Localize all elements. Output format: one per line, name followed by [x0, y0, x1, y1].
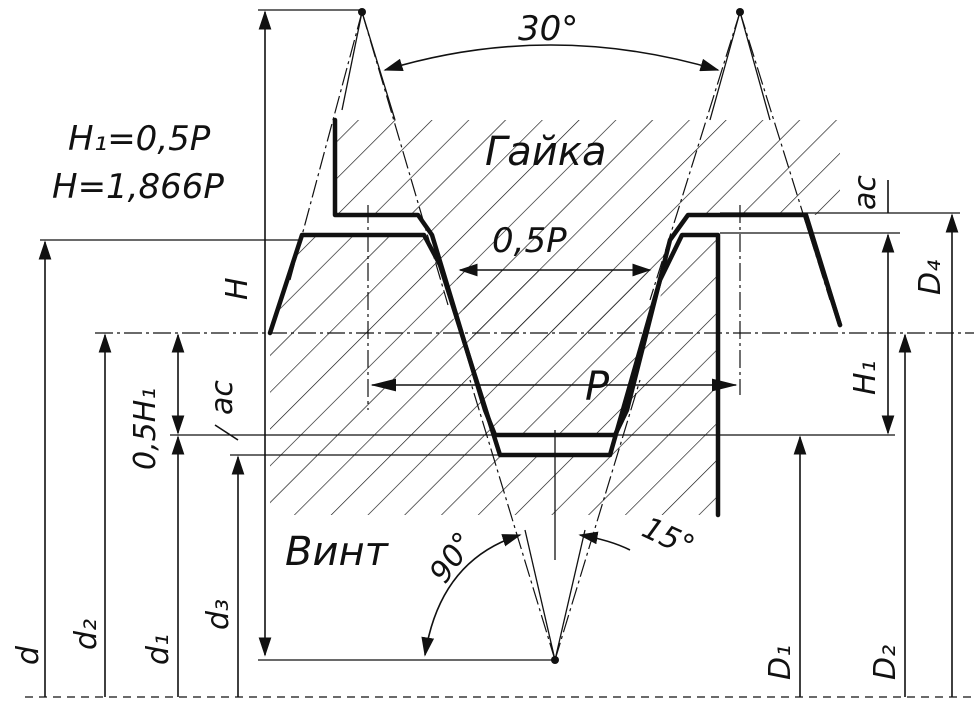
flank-line-bottom-right-b	[554, 529, 586, 661]
screw-hatched-region	[270, 235, 718, 515]
formula-h1-label: H₁=0,5P	[68, 119, 211, 159]
clearance-right-label: ac	[848, 175, 883, 210]
D2-label: D₂	[868, 645, 903, 680]
flank-line-left-a	[289, 11, 363, 281]
profile-gap	[455, 270, 650, 340]
half-h1-label: 0,5H₁	[128, 388, 163, 470]
flank-line-left-c	[341, 11, 363, 111]
angle-top-label: 30°	[518, 9, 578, 49]
angle-arc-30	[383, 44, 720, 72]
flank-line-bottom-left	[469, 379, 556, 661]
d-label: d	[11, 645, 46, 665]
formula-h-label: H=1,866P	[52, 167, 224, 207]
flank-line-bottom-left-b	[524, 529, 556, 661]
angle-15-label: 15°	[637, 511, 700, 565]
screw-label: Винт	[285, 529, 390, 575]
crest-width-label: 0,5P	[492, 221, 567, 261]
angle-90-label: 90°	[423, 526, 482, 590]
height-h1-label: H₁	[848, 360, 883, 395]
pitch-label: P	[585, 364, 610, 410]
flank-line-right-c	[709, 11, 741, 121]
height-h-label: H	[220, 277, 255, 300]
d2-label: d₂	[69, 619, 104, 650]
clearance-left-label: ac	[205, 380, 240, 415]
flank-line-right-b	[739, 11, 831, 301]
apex-dot-right	[736, 8, 744, 16]
d3-label: d₃	[201, 599, 236, 630]
flank-line-left-b	[361, 11, 449, 306]
flank-line-left-d	[361, 11, 396, 121]
flank-line-bottom-right	[554, 379, 641, 661]
dim-ac-left-pointer	[214, 424, 239, 441]
d4-label: D₄	[913, 260, 948, 295]
d1-label: d₁	[141, 634, 176, 665]
nut-root-edge	[802, 212, 843, 328]
nut-label: Гайка	[485, 129, 606, 175]
flank-line-right-d	[739, 11, 771, 121]
angle-arc-90	[421, 534, 522, 657]
angle-arc-15	[578, 531, 631, 551]
flank-line-right-a	[649, 11, 741, 301]
apex-dot-left	[358, 8, 366, 16]
D1-label: D₁	[763, 645, 798, 680]
